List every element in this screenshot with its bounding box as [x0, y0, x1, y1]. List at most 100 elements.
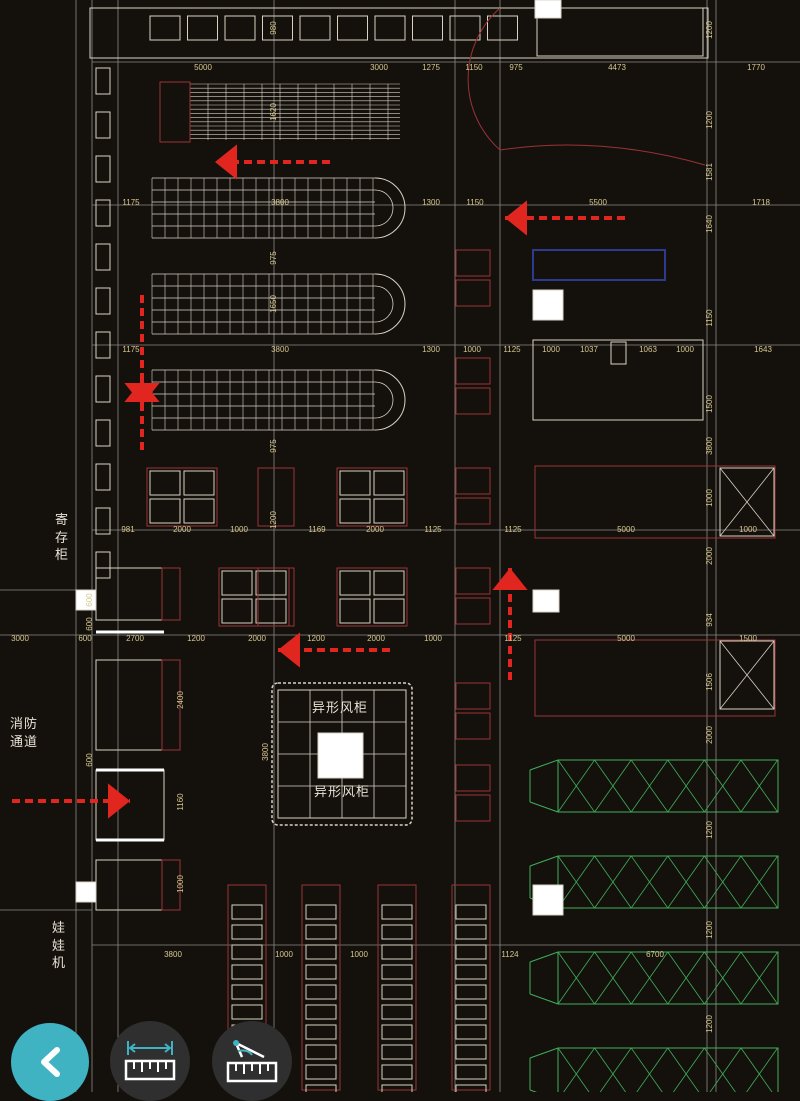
dimension-label: 1200: [705, 1015, 714, 1033]
dimension-label: 975: [269, 439, 278, 453]
flow-arrow-left-down-head: [124, 383, 160, 405]
rack-x: [667, 1047, 700, 1092]
freezer: [183, 470, 215, 496]
column: [534, 0, 562, 19]
dimension-label: 1200: [269, 511, 278, 529]
rack-x: [594, 759, 632, 813]
green-rack: [557, 855, 779, 909]
crate: [719, 467, 775, 537]
measure-angle-button[interactable]: [212, 1021, 292, 1101]
rack-x: [630, 951, 669, 1005]
dimension-label: 1175: [122, 198, 140, 207]
freezer: [373, 570, 405, 596]
measure-distance-button[interactable]: [110, 1021, 190, 1101]
dimension-label: 1000: [275, 950, 293, 959]
dimension-label: 1500: [739, 634, 757, 643]
wall-fixture: [95, 551, 111, 579]
shelf-slot: [231, 1004, 263, 1020]
dimension-label: 1125: [503, 345, 521, 354]
shelf-slot: [381, 1024, 413, 1040]
rack-x: [740, 759, 778, 813]
shelf-slot: [231, 984, 263, 1000]
shelf-slot: [455, 904, 487, 920]
freezer-group: [218, 567, 290, 627]
rack-x: [594, 1047, 627, 1092]
doll-machine-label: 娃娃机: [51, 921, 66, 972]
dimension-label: 934: [705, 613, 714, 627]
column: [532, 589, 560, 613]
counter-curve: [499, 144, 706, 166]
dimension-label: 1125: [504, 634, 522, 643]
dimension-label: 1000: [176, 875, 185, 893]
dimension-label: 1643: [754, 345, 772, 354]
dimension-label: 981: [121, 525, 135, 534]
dimension-label: 1770: [747, 63, 765, 72]
dimension-label: 1124: [501, 950, 519, 959]
back-room: [532, 339, 704, 421]
display-cabinet: [455, 597, 491, 625]
dimension-label: 980: [269, 21, 278, 35]
gondola-end: [374, 177, 406, 239]
back-counter: [536, 7, 704, 57]
shelf-slot: [305, 924, 337, 940]
top-cabinet: [412, 15, 443, 41]
dimension-label: 3000: [11, 634, 29, 643]
rack-end: [529, 855, 559, 867]
green-rack: [557, 1047, 779, 1092]
dimension-label: 1125: [424, 525, 442, 534]
flow-arrow-top-head: [215, 144, 237, 180]
dimension-label: 1000: [739, 525, 757, 534]
freezer: [339, 498, 371, 524]
dimension-label: 975: [269, 251, 278, 265]
rack-x: [594, 855, 632, 909]
shelf-slot: [305, 1064, 337, 1080]
shelf-slot: [381, 1004, 413, 1020]
flow-arrow-entry-head: [108, 783, 130, 819]
display-cabinet: [455, 712, 491, 740]
freezer-group: [257, 467, 295, 527]
wall-fixture: [95, 463, 111, 491]
shelf-slot: [381, 964, 413, 980]
back-button[interactable]: [11, 1023, 89, 1101]
freezer: [255, 570, 287, 596]
dimension-label: 600: [85, 617, 94, 631]
dimension-label: 1275: [422, 63, 440, 72]
door-arc: [467, 7, 501, 151]
top-cabinet: [374, 15, 406, 41]
cabinet-block: [95, 659, 181, 751]
rack-x: [557, 855, 595, 909]
wall-fixture: [95, 111, 111, 139]
shelf-unit: [377, 884, 417, 1091]
dimension-label: 1200: [705, 21, 714, 39]
rack-end: [529, 951, 559, 963]
dimension-label: 1000: [230, 525, 248, 534]
rack-x: [594, 951, 632, 1005]
shelf-slot: [305, 984, 337, 1000]
dimension-label: 1169: [308, 525, 326, 534]
freezer: [149, 470, 181, 496]
dimension-label: 5500: [589, 198, 607, 207]
fire-passage-text: 消防通道: [10, 717, 39, 750]
rack-end: [529, 759, 559, 771]
dimension-label: 1200: [307, 634, 325, 643]
shelf-slot: [455, 1044, 487, 1060]
shelf-slot: [305, 904, 337, 920]
wall-fixture: [95, 243, 111, 271]
shelf-slot: [455, 1064, 487, 1080]
crate: [719, 640, 775, 710]
display-cabinet: [455, 467, 491, 495]
shelf-slot: [455, 1004, 487, 1020]
cabinet-block: [161, 567, 181, 621]
shelf-slot: [455, 1084, 487, 1092]
dimension-label: 1200: [705, 821, 714, 839]
shelf-slot: [455, 944, 487, 960]
top-cabinet: [449, 15, 481, 41]
flow-arrow-right-head: [505, 200, 527, 236]
shelf-slot: [305, 1084, 337, 1092]
freezer: [339, 570, 371, 596]
dimension-label: 1000: [542, 345, 560, 354]
shelf-unit: [451, 884, 491, 1091]
gondola-end: [374, 285, 394, 323]
rack-x: [630, 1047, 663, 1092]
